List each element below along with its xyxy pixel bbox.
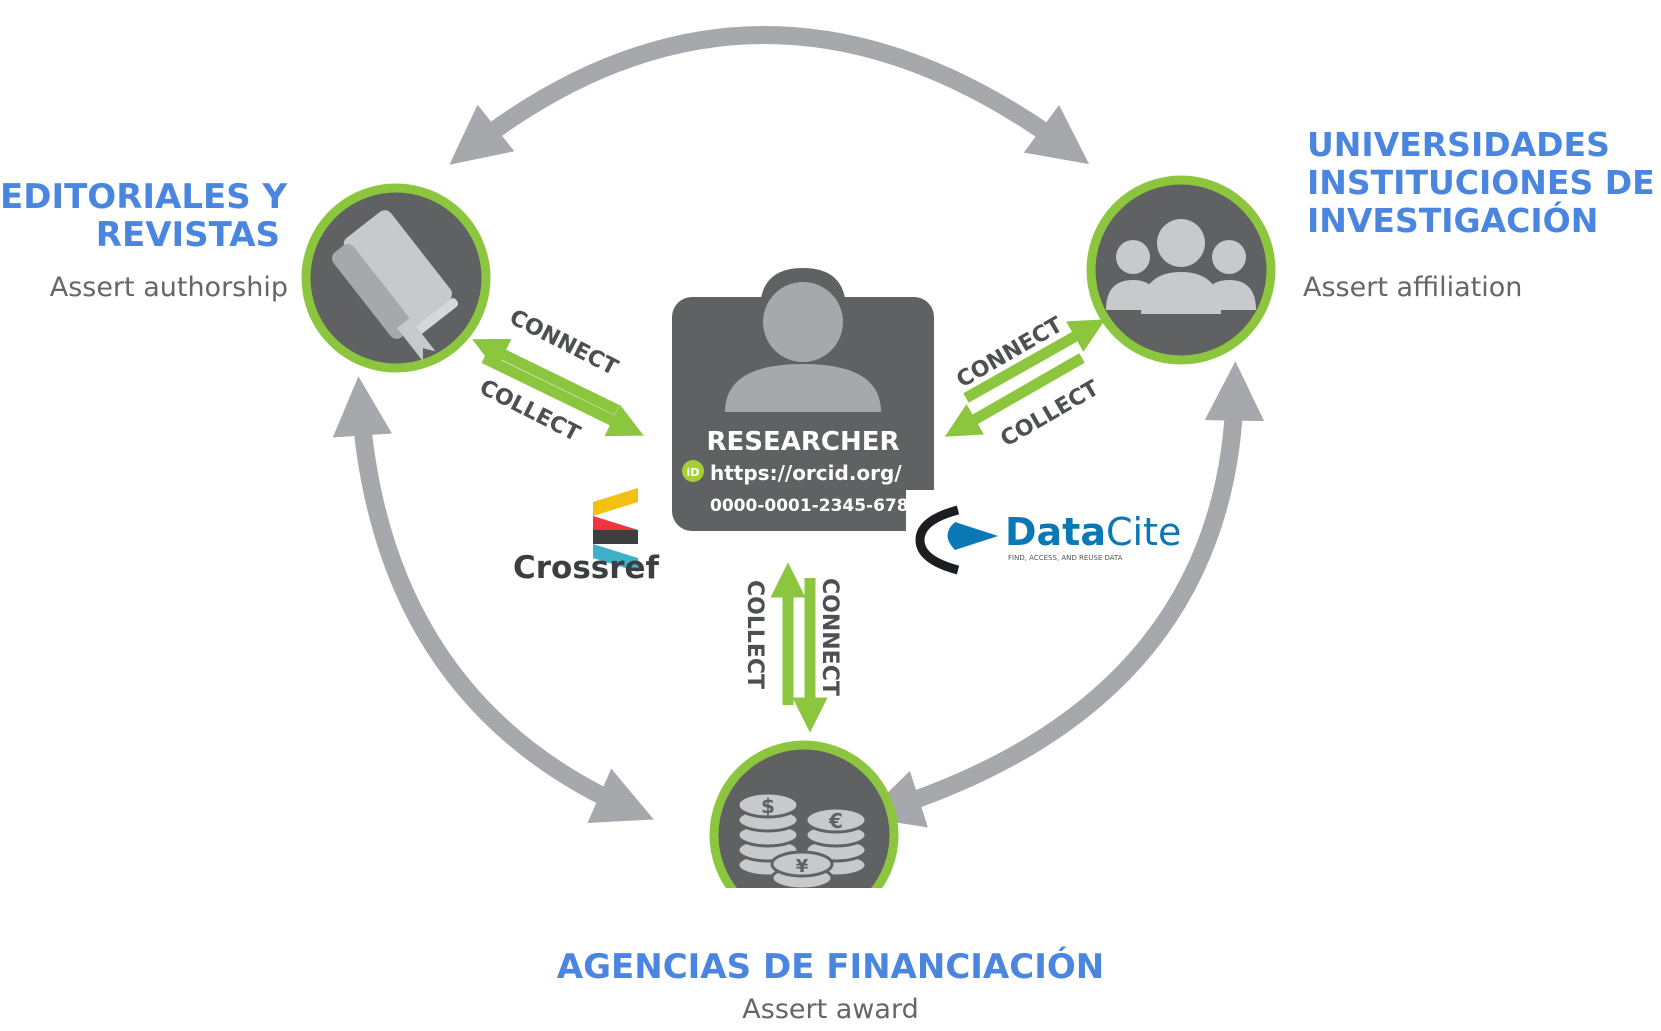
publishers-title-line-1: EDITORIALES Y [0, 177, 288, 217]
institutions-title-line-1: UNIVERSIDADES [1307, 125, 1610, 164]
institutions-circle [1086, 175, 1276, 365]
cycle-arrow-top [449, 26, 1090, 165]
publishers-subtitle: Assert authorship [49, 272, 288, 303]
coins-icon: $ € ¥ [736, 791, 868, 891]
svg-text:€: € [828, 809, 843, 833]
institutions-node [1086, 175, 1276, 365]
researcher-label: RESEARCHER [706, 427, 899, 457]
institutions-subtitle: Assert affiliation [1303, 272, 1523, 303]
publishers-title: EDITORIALES Y REVISTAS [0, 177, 288, 255]
funders-crop [680, 888, 940, 968]
researcher-card: RESEARCHER iD https://orcid.org/ 0000-00… [672, 268, 934, 531]
svg-text:¥: ¥ [796, 856, 809, 877]
datacite-cite: Cite [1106, 510, 1181, 554]
publishers-title-line-2: REVISTAS [95, 215, 280, 255]
arrow-collect-right [944, 353, 1085, 437]
crossref-wordmark: Crossref [513, 550, 660, 586]
orcid-badge: iD [687, 466, 700, 479]
label-connect-bottom: CONNECT [817, 578, 842, 696]
institutions-title-line-2: INSTITUCIONES DE [1307, 163, 1655, 202]
datacite-logo: DataCite FIND, ACCESS, AND REUSE DATA [906, 490, 1181, 580]
datacite-wordmark: DataCite [1005, 510, 1181, 554]
cycle-arrows [332, 26, 1265, 828]
funders-subtitle: Assert award [742, 994, 919, 1025]
crossref-logo: Crossref [513, 488, 660, 586]
arrow-connect-left [481, 353, 644, 437]
institutions-title-line-3: INVESTIGACIÓN [1307, 201, 1599, 240]
svg-text:$: $ [761, 794, 775, 818]
datacite-tagline: FIND, ACCESS, AND REUSE DATA [1008, 554, 1123, 562]
datacite-data: Data [1005, 510, 1106, 554]
connect-collect-arrows [472, 319, 1106, 733]
label-collect-right: COLLECT [997, 376, 1104, 452]
person-icon [725, 282, 881, 412]
cycle-arrow-left [332, 376, 654, 823]
funders-title: AGENCIAS DE FINANCIACIÓN [0, 948, 1661, 986]
orcid-badge-icon [682, 460, 704, 482]
funders-title-line-1: AGENCIAS DE FINANCIACIÓN [556, 947, 1105, 987]
label-collect-bottom: COLLECT [742, 580, 767, 689]
arrow-connect-right [963, 319, 1106, 403]
arrow-collect-left [472, 338, 620, 415]
institutions-title: UNIVERSIDADES INSTITUCIONES DE INVESTIGA… [1307, 126, 1655, 240]
book-icon [332, 210, 459, 362]
people-group-icon [1106, 219, 1256, 314]
researcher-card-bg [672, 297, 934, 531]
cycle-arrow-right [862, 361, 1265, 828]
orcid-url-line2: 0000-0001-2345-6789 [710, 496, 920, 516]
publishers-node [301, 183, 491, 373]
orcid-url-line1: https://orcid.org/ [710, 461, 902, 485]
